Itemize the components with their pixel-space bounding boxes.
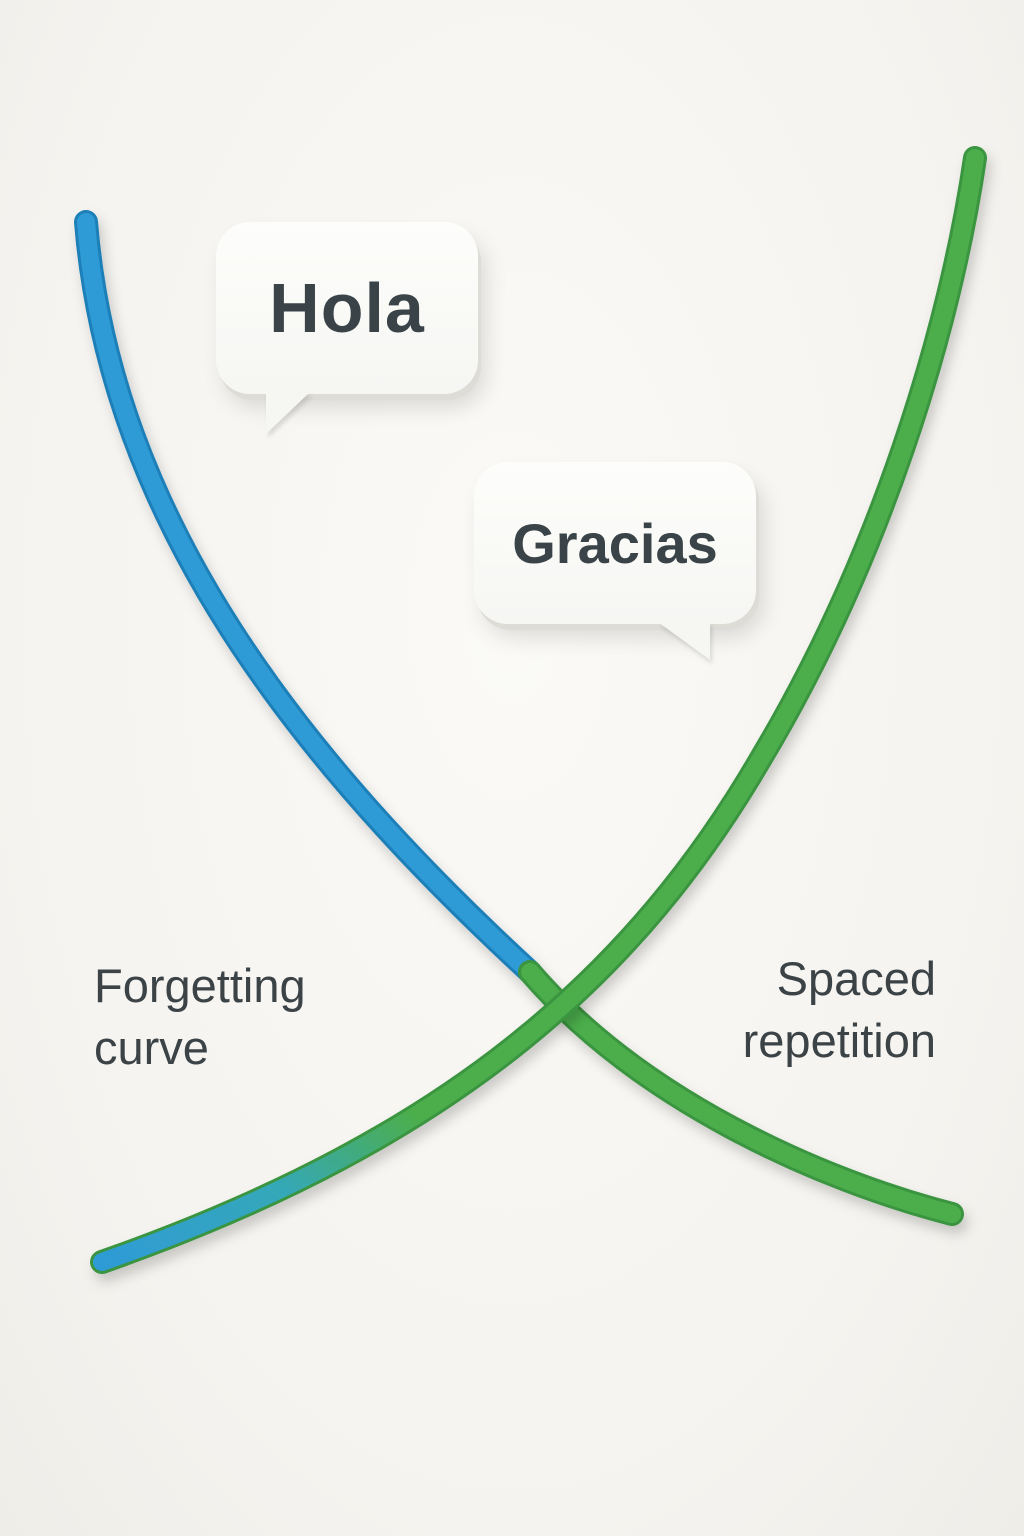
forgetting-curve-label-line1: Forgetting (94, 959, 306, 1012)
spaced-repetition-curve-line (90, 146, 987, 1274)
spaced-repetition-label-line1: Spaced (776, 952, 936, 1005)
speech-bubble-hola: Hola (216, 222, 478, 434)
speech-bubble-tail-icon (266, 392, 310, 434)
spaced-repetition-label-line2: repetition (742, 1014, 936, 1067)
hola-text: Hola (269, 269, 425, 347)
forgetting-curve-label: Forgetting curve (94, 955, 306, 1079)
forgetting-curve-label-line2: curve (94, 1021, 209, 1074)
spaced-repetition-label: Spaced repetition (720, 948, 936, 1072)
speech-bubble-gracias: Gracias (474, 462, 756, 660)
speech-bubble-tail-icon (658, 622, 710, 660)
gracias-text: Gracias (512, 511, 718, 575)
forgetting-curve-line (74, 210, 964, 1226)
